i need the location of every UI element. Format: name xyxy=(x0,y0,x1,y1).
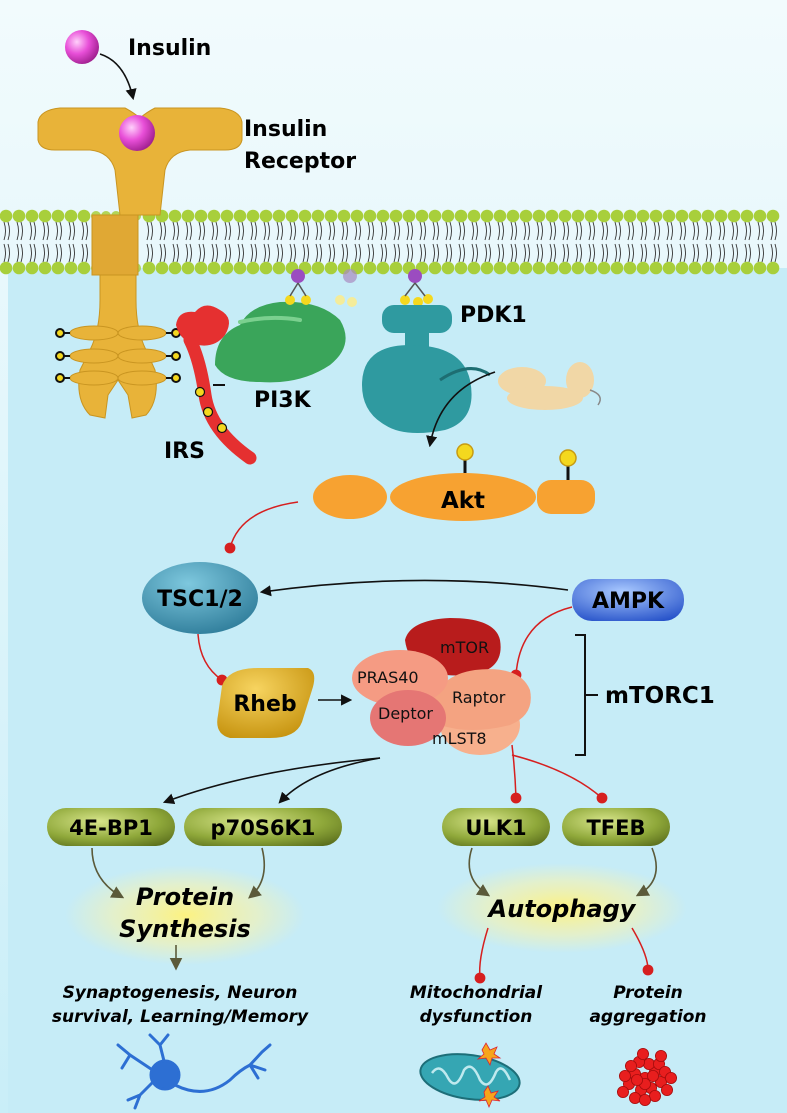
outcome-mito-2: dysfunction xyxy=(420,1007,533,1027)
outcome-mito-1: Mitochondrial xyxy=(410,983,543,1003)
4ebp1-protein xyxy=(47,808,175,846)
insulin-binding-arrow xyxy=(99,53,137,101)
pdk1-protein xyxy=(362,305,491,434)
rheb-label: Rheb xyxy=(233,692,296,717)
autophagy-inhibits-mito xyxy=(474,927,489,984)
mtorc1-complex xyxy=(352,618,531,755)
tfeb-protein xyxy=(562,808,670,846)
mtorc1-bracket xyxy=(575,634,598,756)
4ebp1-to-synthesis xyxy=(91,847,125,899)
autophagy-glow xyxy=(437,863,687,953)
ulk1-to-autophagy xyxy=(468,847,491,897)
inactive-akt xyxy=(498,362,601,410)
tsc-label: TSC1/2 xyxy=(157,587,243,612)
insulin-receptor-label-1: Insulin xyxy=(244,117,327,142)
protein-aggregation-icon xyxy=(617,1048,678,1107)
akt-label: Akt xyxy=(441,488,485,514)
protein-synthesis-label-1: Protein xyxy=(136,883,234,911)
ampk-inhibits-raptor xyxy=(510,606,573,681)
insulin-receptor xyxy=(37,107,243,419)
irs-protein xyxy=(176,305,257,465)
s6k1-protein xyxy=(184,808,342,846)
irs-label: IRS xyxy=(164,439,205,464)
pip3-lipids xyxy=(285,269,433,307)
outcome-aggregation-2: aggregation xyxy=(589,1007,706,1027)
autophagy-inhibits-aggregation xyxy=(631,927,654,976)
insulin-label: Insulin xyxy=(128,36,211,61)
autophagy-label: Autophagy xyxy=(487,895,637,923)
akt-protein xyxy=(313,443,595,521)
tfeb-to-autophagy xyxy=(635,847,657,897)
pras40-label: PRAS40 xyxy=(357,668,419,687)
mtorc1-to-4ebp1 xyxy=(162,757,381,805)
mlst8-label: mLST8 xyxy=(432,729,487,748)
mtorc1-inhibits-tfeb xyxy=(511,754,608,804)
insulin-receptor-label-2: Receptor xyxy=(244,149,356,174)
ampk-protein xyxy=(572,579,684,621)
protein-synthesis-glow xyxy=(65,865,305,965)
rheb-protein xyxy=(217,668,315,738)
ampk-label: AMPK xyxy=(592,589,665,614)
akt-inhibits-tsc xyxy=(224,501,299,554)
mitochondrion-icon xyxy=(419,1042,521,1109)
insulin-molecule xyxy=(65,30,99,64)
pdk1-to-akt-arrow xyxy=(426,371,496,448)
ulk1-protein xyxy=(442,808,550,846)
outcome-synaptogenesis-1: Synaptogenesis, Neuron xyxy=(63,983,298,1003)
ulk1-label: ULK1 xyxy=(465,816,526,840)
bound-insulin xyxy=(119,115,155,151)
ampk-activates-tsc xyxy=(259,579,569,597)
mtorc1-inhibits-ulk1 xyxy=(510,744,522,804)
pdk1-label: PDK1 xyxy=(460,303,527,328)
raptor-label: Raptor xyxy=(452,688,506,707)
tsc-complex xyxy=(142,562,258,634)
pi3k-protein xyxy=(213,301,346,386)
deptor-label: Deptor xyxy=(378,704,433,723)
tfeb-label: TFEB xyxy=(586,816,645,840)
receptor-phosphates xyxy=(55,328,181,383)
pi3k-label: PI3K xyxy=(254,388,312,413)
mtorc1-to-s6k1 xyxy=(278,757,381,804)
mtorc1-label: mTORC1 xyxy=(605,683,715,709)
neuron-icon xyxy=(116,1033,272,1110)
4ebp1-label: 4E-BP1 xyxy=(69,816,153,840)
mtor-label: mTOR xyxy=(440,638,489,657)
protein-synthesis-label-2: Synthesis xyxy=(119,915,251,943)
s6k1-to-synthesis xyxy=(248,847,266,899)
outcome-synaptogenesis-2: survival, Learning/Memory xyxy=(52,1007,309,1027)
outcome-aggregation-1: Protein xyxy=(613,983,683,1003)
s6k1-label: p70S6K1 xyxy=(211,816,316,840)
tsc-inhibits-rheb xyxy=(197,633,228,686)
